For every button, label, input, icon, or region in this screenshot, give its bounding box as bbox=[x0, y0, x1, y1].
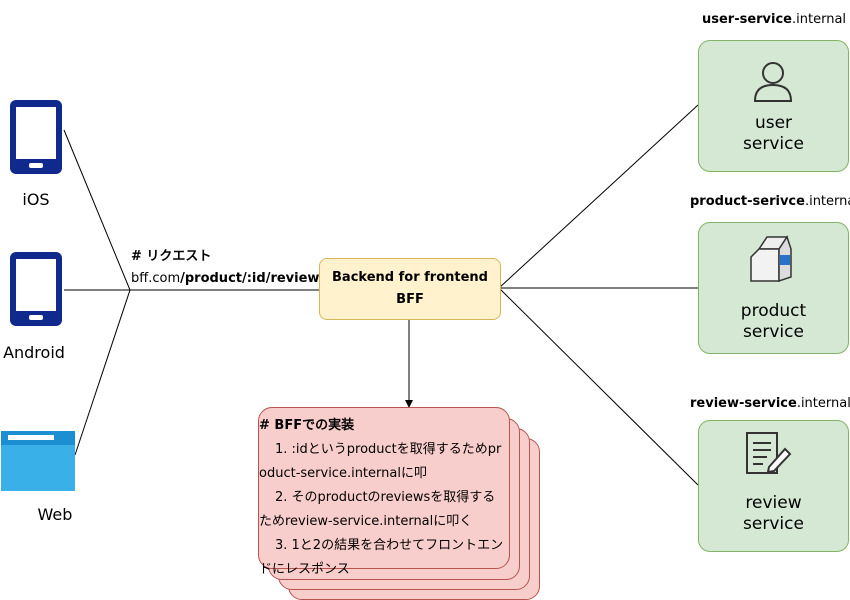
request-url: bff.com/product/:id/reviews bbox=[131, 268, 327, 290]
product-service-label-1: product bbox=[740, 301, 807, 321]
ios-phone-icon bbox=[10, 100, 62, 174]
review-service-host-suffix: .internal bbox=[796, 396, 850, 411]
user-service-host-suffix: .internal bbox=[792, 12, 847, 27]
android-label: Android bbox=[3, 343, 65, 362]
review-service-box: review service bbox=[698, 420, 849, 552]
bff-subtitle: BFF bbox=[396, 292, 424, 307]
document-edit-icon bbox=[746, 432, 792, 474]
web-connector bbox=[74, 289, 131, 456]
ios-label: iOS bbox=[22, 190, 50, 209]
web-label: Web bbox=[37, 505, 73, 524]
user-service-label-1: user bbox=[754, 113, 793, 133]
request-heading: # リクエスト bbox=[131, 249, 212, 264]
request-url-host: bff.com bbox=[131, 271, 181, 286]
review-service-host: review-service.internal bbox=[690, 396, 850, 411]
user-service-label-2: service bbox=[743, 134, 804, 154]
user-service-connector bbox=[498, 104, 699, 289]
note-heading: # BFFでの実装 bbox=[259, 418, 355, 433]
bff-implementation-note: # BFFでの実装 1. :idというproductを取得するためproduct… bbox=[259, 414, 507, 582]
review-service-host-name: review-service bbox=[690, 396, 797, 411]
milk-carton-icon bbox=[750, 235, 792, 283]
android-phone-icon bbox=[10, 252, 62, 326]
product-service-box: product service bbox=[698, 222, 849, 354]
user-service-host: user-service.internal bbox=[700, 12, 848, 27]
bff-box: Backend for frontend BFF bbox=[319, 258, 501, 320]
note-card-front bbox=[258, 407, 510, 569]
user-service-host-name: user-service bbox=[701, 12, 793, 27]
review-service-label-2: service bbox=[743, 514, 804, 534]
bff-title: Backend for frontend bbox=[332, 270, 488, 285]
product-service-host: product-serivce.internal bbox=[690, 194, 850, 209]
review-service-connector bbox=[498, 287, 699, 486]
product-service-label-2: service bbox=[743, 322, 804, 342]
bff-to-note-arrowhead bbox=[405, 400, 413, 408]
user-icon bbox=[753, 62, 793, 102]
ios-connector bbox=[63, 129, 131, 291]
product-service-host-suffix: .internal bbox=[804, 194, 850, 209]
note-step-2: 2. そのproductのreviewsを取得するためreview-servic… bbox=[259, 490, 496, 529]
request-info: # リクエスト bff.com/product/:id/reviews bbox=[131, 246, 327, 290]
product-service-host-name: product-serivce bbox=[690, 194, 805, 209]
web-browser-icon bbox=[1, 431, 75, 491]
note-step-3: 3. 1と2の結果を合わせてフロントエンドにレスポンス bbox=[259, 538, 504, 577]
request-url-path: /product/:id/reviews bbox=[180, 271, 328, 286]
note-step-1: 1. :idというproductを取得するためproduct-service.i… bbox=[259, 442, 502, 481]
review-service-label-1: review bbox=[745, 493, 802, 513]
user-service-box: user service bbox=[698, 40, 849, 172]
